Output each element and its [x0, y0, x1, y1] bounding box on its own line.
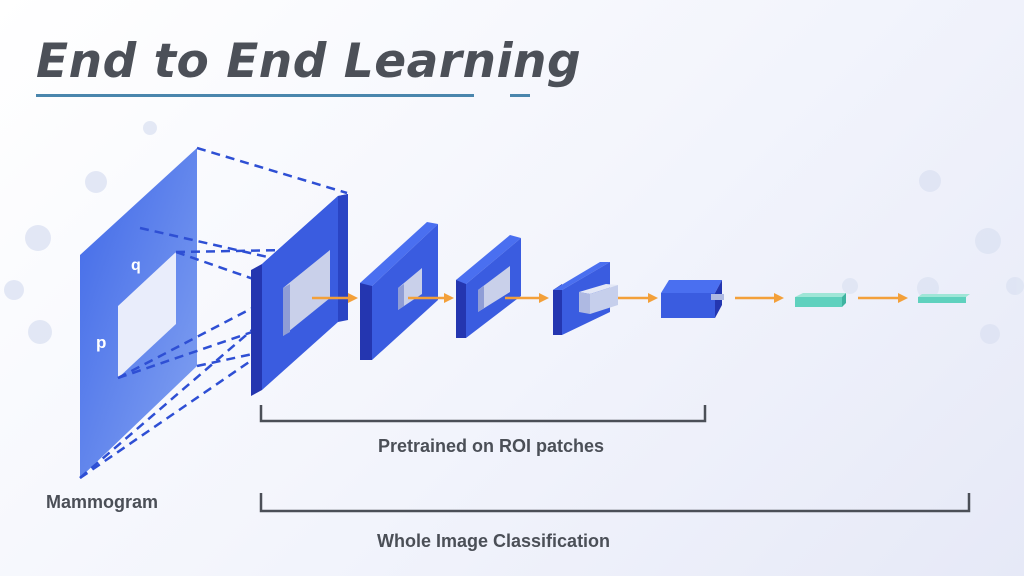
- title-underline-accent: [510, 94, 530, 97]
- label-q: q: [131, 257, 141, 274]
- label-mammogram: Mammogram: [46, 492, 159, 512]
- bracket-whole-image: [259, 493, 971, 513]
- conv-block-3: [456, 235, 521, 338]
- conv-block-1: [251, 194, 348, 396]
- roi-patch: [118, 252, 176, 378]
- fc-layer-1: [795, 293, 846, 307]
- label-whole-image-classification: Whole Image Classification: [377, 531, 611, 551]
- conv-block-5: [661, 280, 724, 318]
- flow-arrows: [312, 293, 908, 303]
- bracket-pretrained: [259, 405, 707, 423]
- conv-block-2: [360, 222, 438, 360]
- projection-lines: [79, 146, 348, 480]
- fc-layer-2: [918, 294, 970, 303]
- slide-title: End to End Learning: [36, 34, 582, 89]
- background-dots: [4, 121, 1024, 344]
- label-p: p: [96, 333, 107, 352]
- conv-block-4: [553, 262, 618, 335]
- label-pretrained-roi: Pretrained on ROI patches: [378, 436, 605, 456]
- title-underline: [36, 94, 474, 97]
